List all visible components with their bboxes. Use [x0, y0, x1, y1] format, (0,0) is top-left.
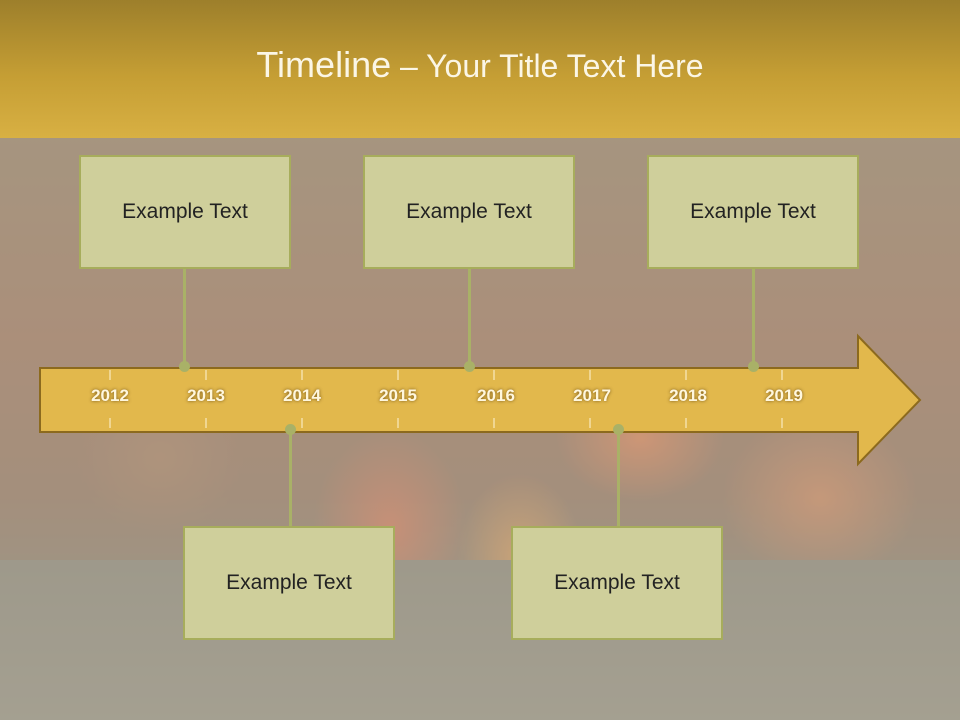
- year-label-2015: 2015: [379, 386, 417, 405]
- callout-text: Example Text: [406, 200, 532, 223]
- connector-dot: [464, 361, 475, 372]
- callout-text: Example Text: [690, 200, 816, 223]
- title-dash: –: [391, 48, 427, 84]
- callout-box-2017[interactable]: Example Text: [511, 526, 723, 640]
- callout-box-2019[interactable]: Example Text: [647, 155, 859, 269]
- connector-dot: [285, 424, 296, 435]
- connector-dot: [613, 424, 624, 435]
- connector-dot: [179, 361, 190, 372]
- callout-box-2013[interactable]: Example Text: [79, 155, 291, 269]
- callout-text: Example Text: [122, 200, 248, 223]
- title-sub: Your Title Text Here: [426, 48, 704, 84]
- connector-dot: [748, 361, 759, 372]
- slide-title: Timeline – Your Title Text Here: [0, 44, 960, 86]
- year-label-2017: 2017: [573, 386, 611, 405]
- arrow-shape: [39, 333, 922, 467]
- year-label-2014: 2014: [283, 386, 321, 405]
- year-label-2013: 2013: [187, 386, 225, 405]
- title-main: Timeline: [256, 44, 392, 85]
- year-label-2019: 2019: [765, 386, 803, 405]
- connector-line: [289, 430, 292, 526]
- callout-text: Example Text: [226, 571, 352, 594]
- callout-box-2014[interactable]: Example Text: [183, 526, 395, 640]
- callout-box-2016[interactable]: Example Text: [363, 155, 575, 269]
- connector-line: [752, 269, 755, 367]
- callout-text: Example Text: [554, 571, 680, 594]
- year-label-2018: 2018: [669, 386, 707, 405]
- tick-marks: [109, 370, 783, 428]
- connector-line: [183, 269, 186, 367]
- connector-line: [617, 430, 620, 526]
- year-label-2016: 2016: [477, 386, 515, 405]
- connector-line: [468, 269, 471, 367]
- title-band: [0, 0, 960, 138]
- year-label-2012: 2012: [91, 386, 129, 405]
